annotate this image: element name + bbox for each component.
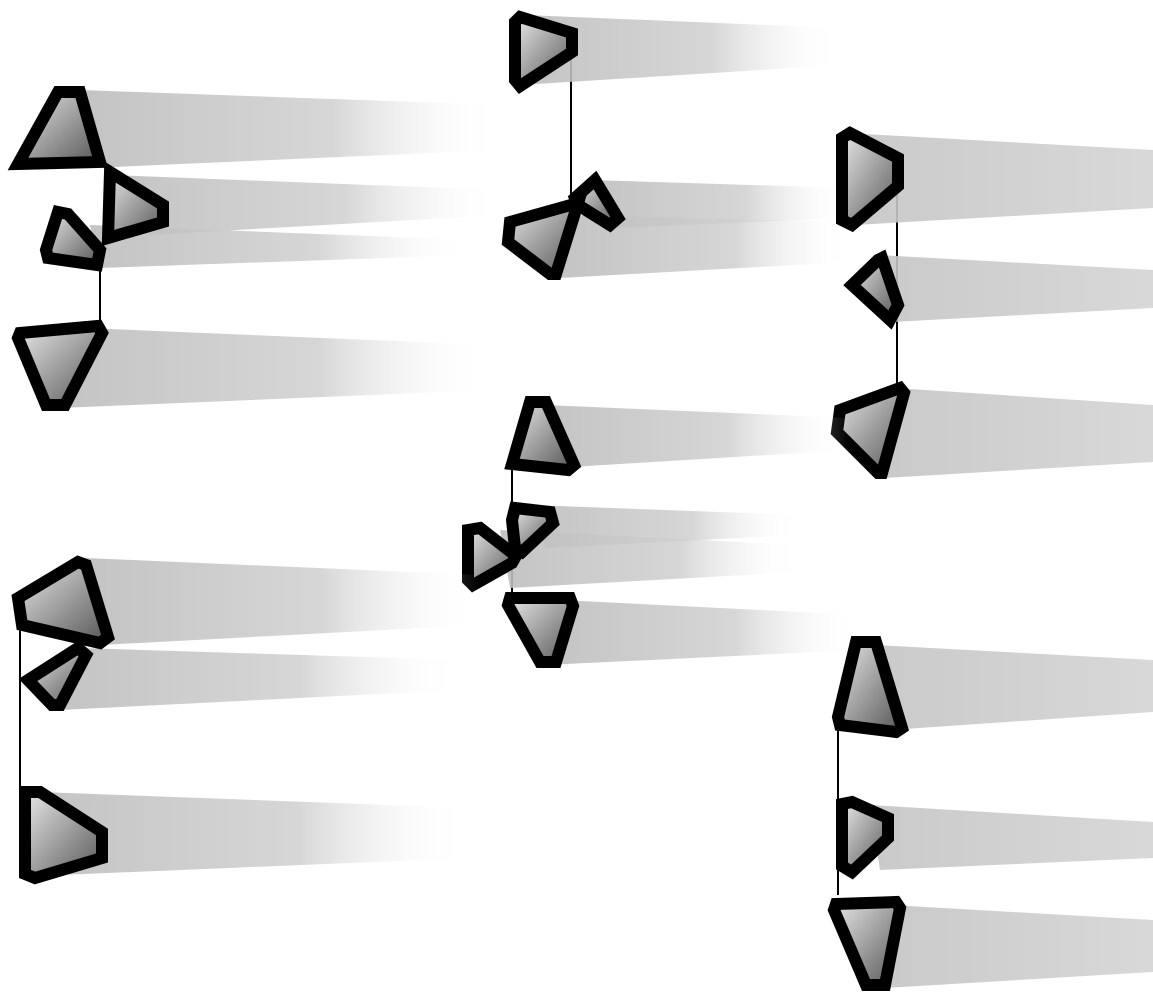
light-beam xyxy=(60,648,460,710)
triangle-marker xyxy=(834,902,900,985)
triangle-marker xyxy=(508,598,573,662)
group-2 xyxy=(508,15,850,278)
light-beam xyxy=(85,558,480,645)
triangle-marker xyxy=(18,562,108,643)
light-beam xyxy=(80,90,500,168)
light-beam xyxy=(870,805,1153,870)
light-beam xyxy=(60,328,490,408)
group-4 xyxy=(468,402,860,665)
triangle-marker xyxy=(852,258,898,320)
triangle-marker xyxy=(46,212,100,265)
light-beam xyxy=(500,530,800,588)
group-3 xyxy=(837,133,1153,478)
group-1 xyxy=(18,90,500,408)
group-5 xyxy=(18,558,480,878)
light-beam xyxy=(885,388,1153,478)
light-beam xyxy=(878,255,1153,322)
triangle-marker xyxy=(18,92,100,164)
light-beam xyxy=(545,405,850,468)
light-beam xyxy=(545,600,860,665)
light-beam xyxy=(885,905,1153,988)
light-beam xyxy=(875,645,1153,730)
group-6 xyxy=(834,642,1153,988)
